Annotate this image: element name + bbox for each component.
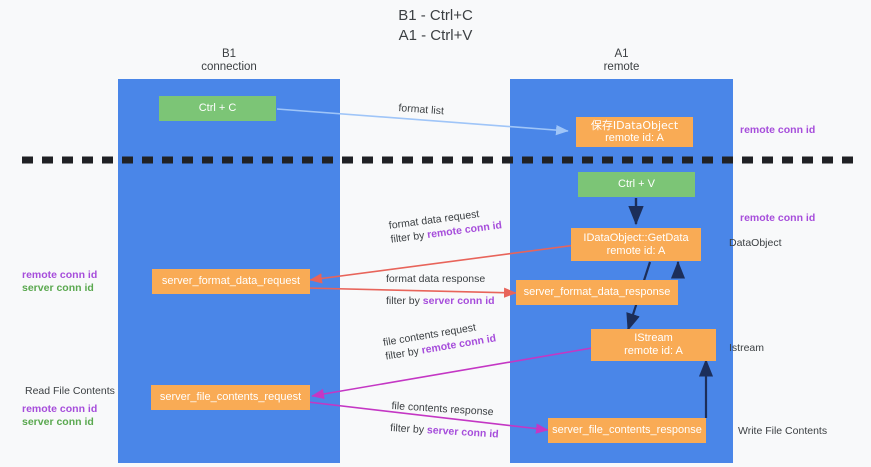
annotation-read-file-contents: Read File Contents — [25, 385, 115, 397]
arrow-label-format-data-request: format data request filter by remote con… — [388, 204, 503, 246]
arrow-label-format-list: format list — [398, 101, 445, 118]
node-save-idataobject[interactable]: 保存IDataObject remote id: A — [576, 117, 693, 147]
node-ctrl-c-label: Ctrl + C — [198, 102, 237, 114]
diagram-title: B1 - Ctrl+C A1 - Ctrl+V — [0, 6, 871, 46]
node-idataobject-getdata-line2: remote id: A — [606, 244, 666, 257]
title-line-2: A1 - Ctrl+V — [398, 27, 473, 44]
arrow-label-format-data-response-line1: format data response — [386, 273, 486, 285]
node-istream-line1: IStream — [634, 332, 673, 344]
node-server-format-data-request-label: server_format_data_request — [161, 275, 301, 287]
filter-prefix: filter by — [389, 421, 428, 437]
node-idataobject-getdata[interactable]: IDataObject::GetData remote id: A — [571, 228, 701, 261]
annotation-right-top-remote-conn-id: remote conn id — [740, 124, 816, 136]
annotation-right-mid-remote-conn-id: remote conn id — [740, 212, 816, 224]
arrow-label-file-contents-response-line1: file contents response — [391, 399, 494, 419]
node-ctrl-c[interactable]: Ctrl + C — [159, 96, 276, 121]
node-ctrl-v[interactable]: Ctrl + V — [578, 172, 695, 197]
title-line-1: B1 - Ctrl+C — [398, 7, 473, 24]
node-server-format-data-response[interactable]: server_format_data_response — [516, 280, 678, 305]
node-server-file-contents-request-label: server_file_contents_request — [159, 391, 302, 403]
node-server-file-contents-response[interactable]: server_file_contents_response — [548, 418, 706, 443]
node-istream[interactable]: IStream remote id: A — [591, 329, 716, 361]
lane-header-b1-name: B1 — [221, 48, 237, 60]
arrow-label-format-data-response: format data response filter by server co… — [386, 272, 495, 308]
lane-header-a1-subtitle: remote — [603, 61, 640, 73]
node-server-format-data-response-label: server_format_data_response — [523, 286, 671, 298]
annotation-left-bottom-remote-conn-id: remote conn id — [22, 403, 98, 415]
annotation-left-remote-conn-id: remote conn id — [22, 269, 98, 281]
lane-header-a1: A1 remote — [510, 48, 733, 74]
filter-key-server-conn-id: server conn id — [426, 424, 499, 441]
node-server-format-data-request[interactable]: server_format_data_request — [152, 269, 310, 294]
annotation-left-bottom-server-conn-id: server conn id — [22, 416, 94, 428]
arrow-label-file-contents-response: file contents response filter by server … — [390, 399, 501, 442]
arrow-label-file-contents-request: file contents request filter by remote c… — [382, 318, 497, 364]
arrow-label-format-data-response-line2: filter by server conn id — [386, 294, 495, 308]
filter-prefix: filter by — [386, 295, 423, 307]
node-ctrl-v-label: Ctrl + V — [618, 178, 655, 190]
node-save-idataobject-line1: 保存IDataObject — [590, 119, 679, 132]
node-save-idataobject-line2: remote id: A — [605, 132, 664, 144]
node-server-file-contents-response-label: server_file_contents_response — [552, 424, 702, 436]
filter-prefix: filter by — [389, 229, 428, 246]
annotation-left-server-conn-id: server conn id — [22, 282, 94, 294]
arrow-label-file-contents-response-line2: filter by server conn id — [390, 421, 499, 442]
annotation-dataobject: DataObject — [729, 237, 782, 249]
annotation-istream: Istream — [729, 342, 765, 354]
node-idataobject-getdata-line1: IDataObject::GetData — [583, 231, 689, 244]
lane-header-b1: B1 connection — [118, 48, 340, 74]
lane-header-b1-subtitle: connection — [201, 61, 257, 73]
node-istream-line2: remote id: A — [624, 345, 683, 357]
annotation-write-file-contents: Write File Contents — [738, 425, 828, 437]
node-server-file-contents-request[interactable]: server_file_contents_request — [151, 385, 310, 410]
filter-key-server-conn-id: server conn id — [422, 295, 495, 307]
lane-header-a1-name: A1 — [614, 48, 629, 60]
